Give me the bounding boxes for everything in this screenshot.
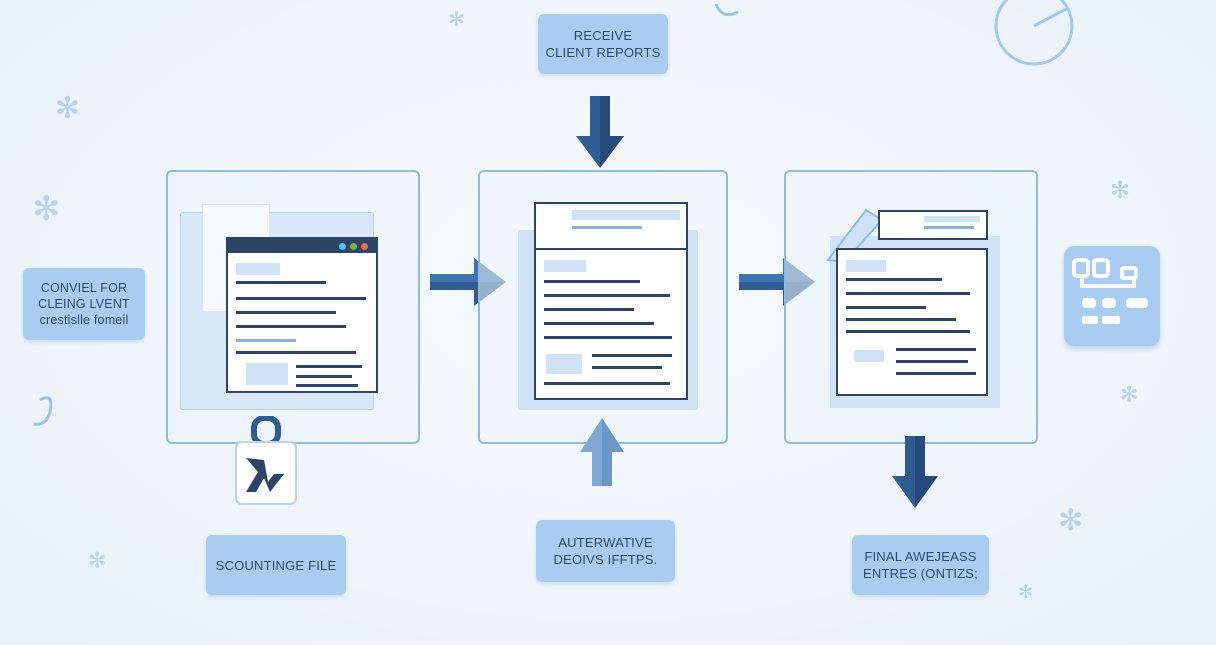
window-dot bbox=[339, 243, 346, 250]
svg-text:✻: ✻ bbox=[1018, 582, 1033, 603]
swirl-decor bbox=[714, 3, 739, 17]
doc-heading-block bbox=[236, 263, 280, 275]
convert-line3: crestislle fomeil bbox=[39, 313, 129, 327]
scanning-label: SCOUNTINGE FILE bbox=[215, 557, 337, 573]
doc-heading-block bbox=[544, 260, 586, 272]
doc-line bbox=[296, 365, 362, 368]
window-document bbox=[226, 237, 378, 393]
doc-line bbox=[236, 325, 346, 328]
receive-client-reports-node: RECEIVE CLIENT REPORTS bbox=[538, 14, 668, 74]
doc-line bbox=[544, 294, 670, 297]
automated-node: AUTERWATIVE DEOIVS IFFTPS. bbox=[536, 520, 675, 582]
doc-image-block bbox=[854, 350, 884, 362]
receive-line2: CLIENT REPORTS bbox=[545, 45, 661, 60]
arrow-down-icon bbox=[892, 436, 938, 513]
svg-text:✻: ✻ bbox=[32, 189, 61, 229]
doc-heading-block bbox=[846, 260, 886, 272]
doc-line bbox=[236, 311, 336, 314]
doc-line bbox=[846, 278, 942, 281]
doc-line bbox=[924, 226, 974, 229]
snowflake-icon: ✻ ✻ ✻ ✻ ✻ ✻ ✻ ✻ bbox=[32, 7, 1138, 603]
lock-icon bbox=[234, 415, 298, 508]
svg-text:✻: ✻ bbox=[1058, 503, 1083, 538]
receive-line1: RECEIVE bbox=[573, 28, 633, 43]
doc-line bbox=[572, 226, 642, 229]
automated-line2: DEOIVS IFFTPS. bbox=[553, 552, 658, 567]
doc-line bbox=[896, 360, 968, 363]
window-titlebar bbox=[228, 239, 376, 253]
doc-line bbox=[592, 366, 662, 369]
window-dot bbox=[350, 243, 357, 250]
scanning-file-node: SCOUNTINGE FILE bbox=[206, 535, 346, 595]
doc-heading-block bbox=[572, 210, 680, 220]
final-line1: FINAL AWEJEASS bbox=[864, 549, 977, 564]
convert-node: CONVIEL FOR CLEING LVENT crestislle fome… bbox=[23, 268, 145, 340]
lock-icon-svg bbox=[235, 415, 297, 505]
doc-line bbox=[846, 292, 970, 295]
svg-text:✻: ✻ bbox=[55, 91, 80, 126]
document-stack-2 bbox=[518, 200, 698, 412]
convert-line2: CLEING LVENT bbox=[38, 297, 130, 311]
doc-image-block bbox=[246, 363, 288, 385]
settings-panel-icon bbox=[1064, 246, 1160, 346]
swirl-decor bbox=[33, 396, 53, 426]
doc-line bbox=[846, 318, 956, 321]
svg-text:✻: ✻ bbox=[88, 549, 106, 574]
doc-line bbox=[896, 348, 976, 351]
doc-line bbox=[544, 280, 640, 283]
doc-line bbox=[544, 308, 634, 311]
settings-glyph bbox=[1072, 258, 1148, 324]
doc-line bbox=[896, 372, 976, 375]
doc-line bbox=[236, 281, 326, 284]
report-document bbox=[534, 248, 688, 400]
doc-line bbox=[236, 297, 366, 300]
window-dot bbox=[361, 243, 368, 250]
paper-folded bbox=[534, 202, 688, 256]
document-stack-1 bbox=[180, 204, 378, 410]
doc-image-block bbox=[546, 354, 582, 374]
document-stack-3 bbox=[826, 194, 1000, 412]
doc-line bbox=[296, 384, 358, 387]
doc-line bbox=[236, 339, 296, 342]
automated-line1: AUTERWATIVE bbox=[558, 535, 653, 550]
doc-line bbox=[296, 375, 352, 378]
pie-chart-icon bbox=[994, 0, 1074, 66]
svg-text:✻: ✻ bbox=[1120, 383, 1138, 408]
svg-text:✻: ✻ bbox=[1110, 176, 1130, 204]
doc-line bbox=[544, 382, 670, 385]
convert-line1: CONVIEL FOR bbox=[40, 281, 128, 295]
arrow-down-icon bbox=[576, 96, 624, 173]
doc-line bbox=[544, 322, 654, 325]
arrow-up-icon bbox=[580, 418, 624, 491]
final-document bbox=[836, 248, 988, 396]
final-line2: ENTRES (ONTIZS; bbox=[863, 566, 978, 581]
doc-line bbox=[544, 336, 672, 339]
doc-line bbox=[236, 351, 356, 354]
paper-folded bbox=[878, 210, 988, 240]
doc-heading-block bbox=[924, 216, 980, 222]
doc-line bbox=[846, 330, 970, 333]
final-entries-node: FINAL AWEJEASS ENTRES (ONTIZS; bbox=[852, 535, 989, 595]
svg-text:✻: ✻ bbox=[448, 7, 465, 31]
doc-line bbox=[592, 354, 672, 357]
doc-line bbox=[846, 306, 926, 309]
